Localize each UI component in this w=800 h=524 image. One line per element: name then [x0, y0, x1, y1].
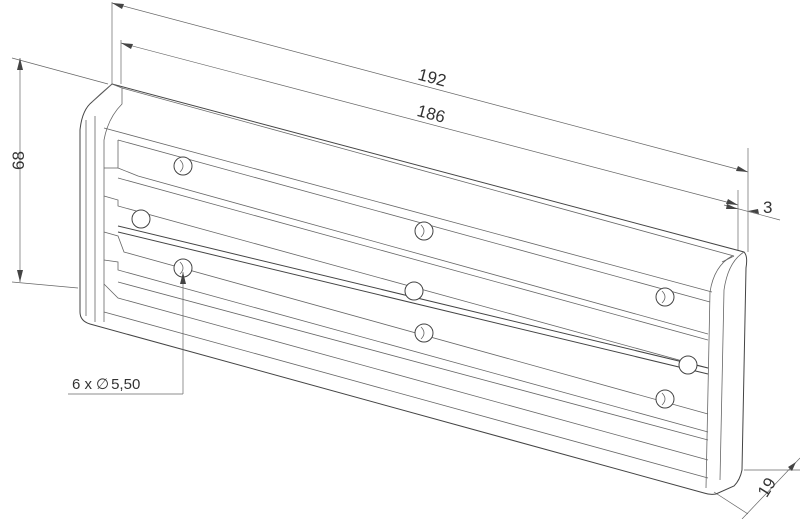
hole-count: 6 x	[72, 376, 93, 393]
dimension-3: 3	[723, 198, 781, 221]
dimension-192: 192	[111, 2, 749, 252]
dim-3-label: 3	[763, 198, 772, 217]
hole-top-left	[173, 156, 193, 176]
hole-rail-mid	[404, 281, 424, 301]
dim-186-label: 186	[415, 101, 447, 127]
hole-callout: 6 x∅5,50	[68, 272, 186, 395]
hole-rail-left	[131, 209, 151, 229]
hole-callout-label: 6 x∅5,50	[72, 376, 140, 393]
diameter-symbol: ∅	[96, 376, 109, 393]
hole-rail-right	[678, 355, 698, 375]
hole-top-right	[655, 287, 675, 307]
dim-192-label: 192	[416, 65, 448, 91]
hole-bottom-mid	[414, 323, 434, 343]
hole-bottom-right	[655, 389, 675, 409]
hole-diameter: 5,50	[111, 376, 140, 393]
hole-top-mid	[414, 221, 434, 241]
dimension-68: 68	[9, 57, 109, 289]
dimension-19: 19	[713, 457, 800, 520]
holes	[131, 156, 698, 409]
dim-68-label: 68	[9, 151, 28, 170]
dim-19-label: 19	[754, 474, 780, 500]
